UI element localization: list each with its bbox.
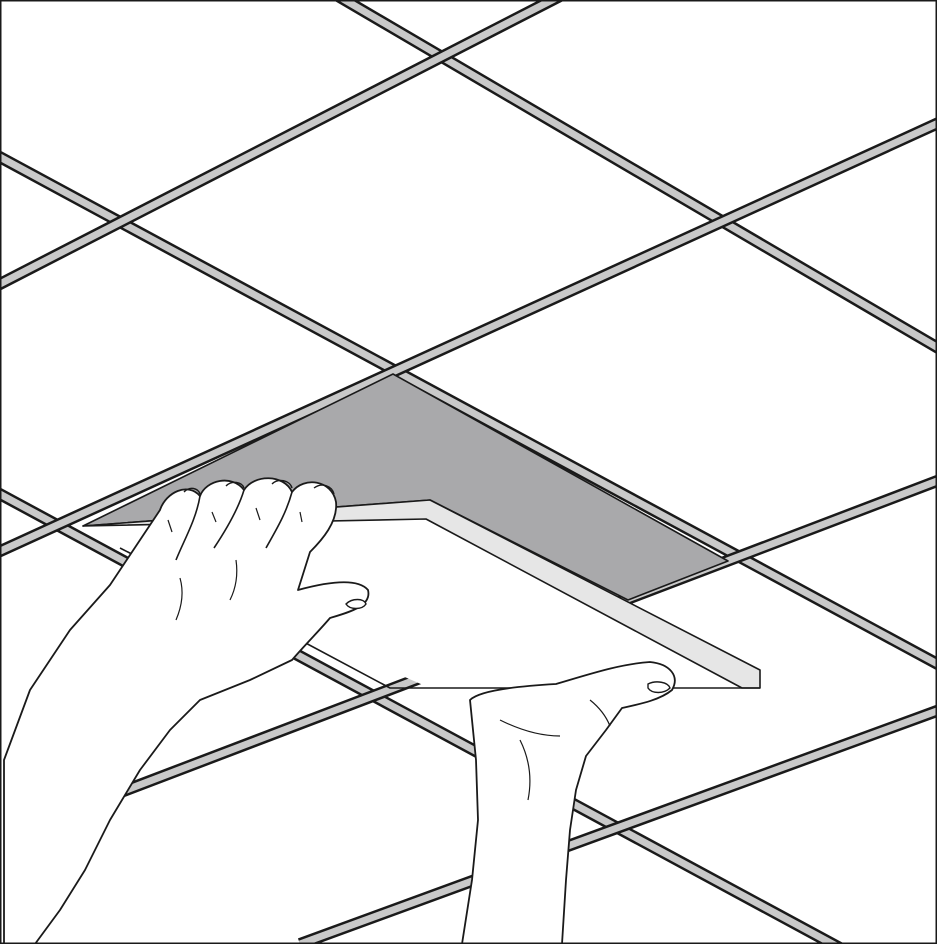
- ceiling-tile-illustration: [0, 0, 937, 944]
- illustration-canvas: [0, 0, 937, 944]
